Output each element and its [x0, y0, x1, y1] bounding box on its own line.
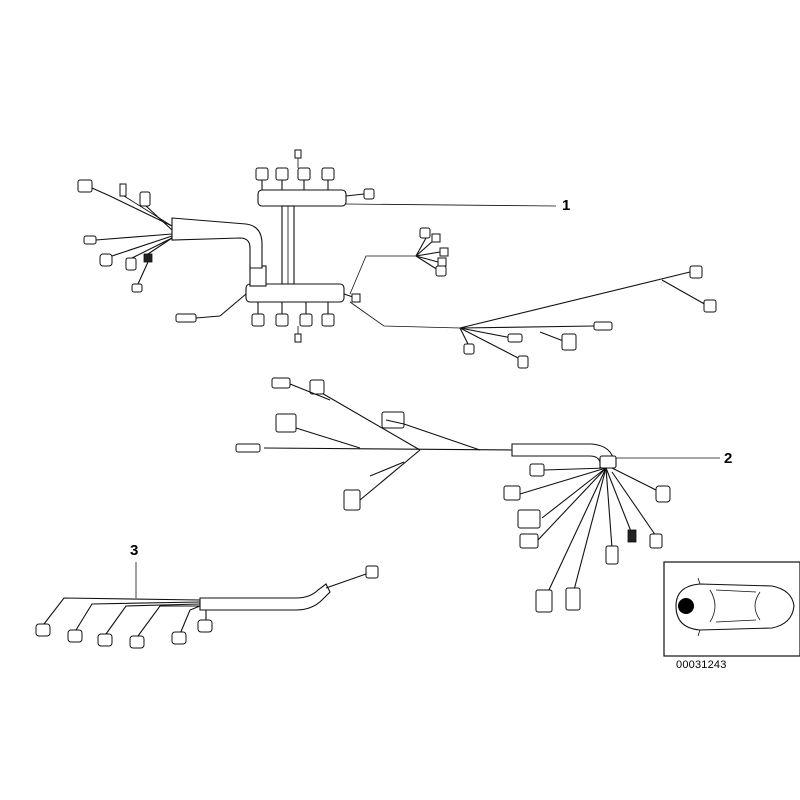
harness-3-sensors	[35, 619, 213, 649]
harness-3	[35, 562, 379, 649]
callout-3: 3	[130, 542, 139, 559]
callout-2: 2	[724, 450, 733, 467]
callout-1: 1	[562, 197, 571, 214]
harness-1	[77, 149, 717, 369]
car-outline-icon	[675, 577, 795, 637]
harness-3-sleeve	[199, 583, 331, 611]
harness-2-fanout	[503, 463, 671, 613]
harness-2-grommet	[599, 455, 617, 469]
left-bundle-connectors	[77, 179, 173, 293]
diagram-reference-code: 00031243	[676, 659, 727, 671]
upper-injector-rail	[257, 189, 347, 207]
upper-injector-connectors	[255, 149, 375, 200]
harness-1-sleeve	[171, 217, 263, 269]
harness-2-sleeve	[511, 443, 615, 469]
harness-1-right-branch	[343, 227, 717, 369]
rail-junction-block	[249, 265, 267, 287]
car-location-inset	[663, 561, 800, 657]
harness-2	[235, 377, 720, 613]
leader-line-1	[345, 203, 557, 207]
location-marker	[678, 598, 694, 614]
lower-injector-connectors	[175, 293, 335, 343]
lower-injector-rail	[245, 283, 345, 303]
